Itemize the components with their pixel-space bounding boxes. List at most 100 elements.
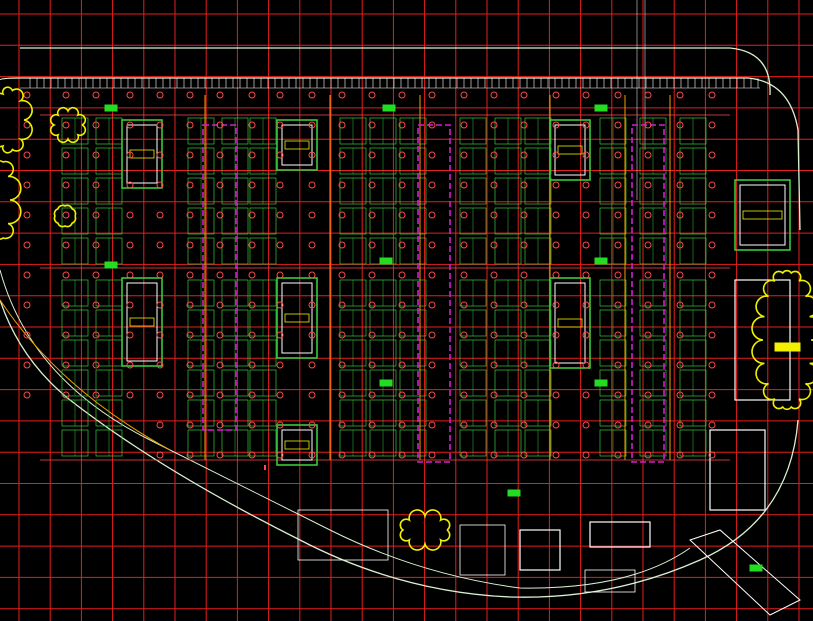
inner-boundary-line <box>0 269 691 589</box>
column-marker <box>398 271 406 279</box>
structural-columns <box>23 91 716 459</box>
revision-cloud <box>751 269 813 411</box>
column-marker <box>126 211 134 219</box>
column-marker <box>552 91 560 99</box>
column-marker <box>460 121 468 129</box>
column-marker <box>428 151 436 159</box>
core-stair <box>557 145 583 155</box>
column-marker <box>490 121 498 129</box>
column-marker <box>216 91 224 99</box>
revision-cloud <box>0 160 22 240</box>
column-marker <box>186 241 194 249</box>
column-marker <box>248 211 256 219</box>
column-marker <box>216 301 224 309</box>
column-marker <box>644 451 652 459</box>
column-marker <box>126 181 134 189</box>
column-marker <box>276 391 284 399</box>
column-marker <box>398 391 406 399</box>
column-marker <box>276 211 284 219</box>
column-marker <box>92 361 100 369</box>
column-marker <box>276 271 284 279</box>
column-marker <box>156 181 164 189</box>
column-marker <box>338 361 346 369</box>
column-marker <box>644 91 652 99</box>
column-marker <box>614 211 622 219</box>
column-marker <box>582 421 590 429</box>
column-marker <box>186 211 194 219</box>
column-marker <box>308 121 316 129</box>
column-marker <box>582 301 590 309</box>
column-marker <box>156 451 164 459</box>
column-marker <box>308 211 316 219</box>
column-marker <box>276 91 284 99</box>
column-marker <box>216 421 224 429</box>
column-marker <box>708 121 716 129</box>
column-marker <box>248 241 256 249</box>
label-tag <box>379 257 393 265</box>
label-tag <box>104 261 118 269</box>
column-marker <box>428 421 436 429</box>
label-tag <box>382 104 396 112</box>
label-tag <box>507 489 521 497</box>
core-block <box>276 119 318 171</box>
column-marker <box>92 181 100 189</box>
column-marker <box>520 451 528 459</box>
column-marker <box>398 91 406 99</box>
column-marker <box>428 181 436 189</box>
column-marker <box>126 121 134 129</box>
highlight-block <box>519 529 561 571</box>
column-marker <box>308 391 316 399</box>
column-marker <box>614 181 622 189</box>
label-tag <box>594 379 608 387</box>
column-marker <box>460 211 468 219</box>
column-marker <box>552 361 560 369</box>
column-marker <box>676 301 684 309</box>
column-marker <box>23 331 31 339</box>
column-marker <box>520 151 528 159</box>
column-marker <box>490 151 498 159</box>
core-stair <box>742 210 783 220</box>
highlight-bar <box>774 342 801 352</box>
column-marker <box>398 421 406 429</box>
column-marker <box>23 361 31 369</box>
column-marker <box>490 241 498 249</box>
core-stair <box>284 313 310 323</box>
column-marker <box>248 331 256 339</box>
column-marker <box>368 271 376 279</box>
core-block <box>276 277 318 359</box>
column-marker <box>92 91 100 99</box>
column-marker <box>552 271 560 279</box>
column-marker <box>552 121 560 129</box>
column-marker <box>552 241 560 249</box>
column-marker <box>460 391 468 399</box>
building-outline <box>0 0 801 616</box>
column-marker <box>582 391 590 399</box>
column-marker <box>186 361 194 369</box>
column-marker <box>276 151 284 159</box>
column-marker <box>398 181 406 189</box>
column-marker <box>126 331 134 339</box>
column-marker <box>23 301 31 309</box>
core-block <box>549 277 591 369</box>
label-tag <box>594 104 608 112</box>
column-marker <box>308 301 316 309</box>
column-marker <box>614 301 622 309</box>
core-inner <box>281 429 313 461</box>
column-marker <box>126 361 134 369</box>
column-marker <box>428 451 436 459</box>
column-marker <box>582 91 590 99</box>
column-marker <box>490 181 498 189</box>
column-marker <box>248 361 256 369</box>
column-marker <box>92 391 100 399</box>
column-marker <box>23 181 31 189</box>
core-block <box>121 119 163 189</box>
label-tag <box>594 257 608 265</box>
core-inner <box>281 124 313 166</box>
column-marker <box>708 391 716 399</box>
column-marker <box>216 451 224 459</box>
column-marker <box>156 331 164 339</box>
column-marker <box>520 421 528 429</box>
column-marker <box>520 271 528 279</box>
